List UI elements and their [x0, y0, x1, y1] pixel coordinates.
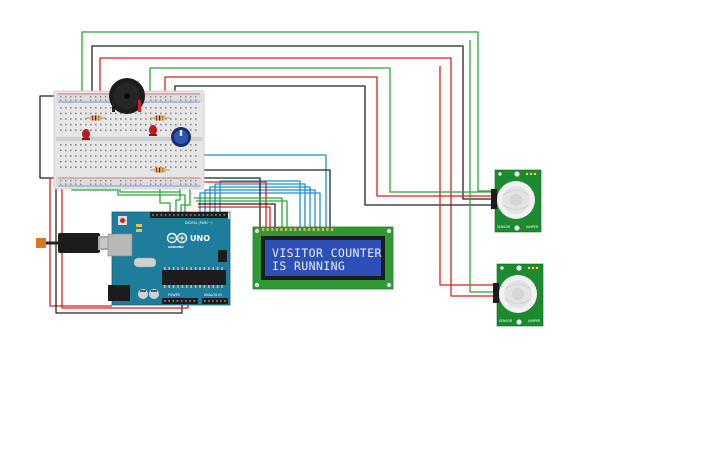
pir-top-left-label: SENSOR	[497, 225, 511, 229]
led-red-1[interactable]	[82, 129, 90, 140]
wire-black-top-pir	[91, 45, 497, 200]
wire-green-bottom-pir	[149, 67, 497, 193]
wire-red-lcd-2	[198, 206, 271, 228]
resistor-1[interactable]	[86, 115, 106, 121]
lcd-pin-header	[262, 228, 334, 231]
arduino-brand-label: ARDUINO	[168, 245, 184, 249]
atmega-chip	[162, 270, 226, 285]
wire-black-left	[39, 95, 58, 179]
wire-black-lcd-2	[192, 177, 261, 228]
pir-bottom-right-label: JUMPER	[527, 319, 541, 323]
wire-green-lcd	[194, 197, 283, 228]
usb-cable	[36, 233, 116, 253]
arduino-logo: ARDUINO UNO	[166, 232, 210, 249]
wire-red-bottom-pir-3	[439, 66, 497, 286]
wire-green-bb-ard-1	[159, 185, 171, 215]
arduino-model-label: UNO	[190, 234, 210, 243]
pir-top-right-label: JUMPER	[525, 225, 539, 229]
wire-green-bb-ard-3	[180, 185, 191, 215]
piezo-buzzer[interactable]	[109, 78, 145, 114]
power-pins-label: POWER	[168, 293, 181, 297]
icsp-header	[218, 250, 227, 262]
arduino-usb-port	[107, 233, 133, 257]
resistor-2[interactable]	[150, 115, 170, 121]
wire-red-bottom-pir-2	[164, 76, 497, 197]
lcd-line-2: IS RUNNING	[272, 259, 345, 273]
pir-bottom-left-label: SENSOR	[499, 319, 513, 323]
crystal	[133, 257, 157, 268]
wire-red-lcd	[196, 181, 267, 228]
wire-black-lcd-3	[198, 203, 276, 228]
lcd-screen	[265, 240, 381, 276]
breadboard-center-channel	[56, 137, 202, 141]
wire-green-bb-ard-2	[175, 185, 181, 215]
wire-green-lcd-2	[196, 200, 288, 228]
chip-legs	[164, 267, 223, 288]
wire-green-top-pir	[81, 31, 497, 192]
digital-pins-label: DIGITAL (PWM ~)	[185, 221, 212, 225]
breadboard-power-rail-bottom	[56, 177, 202, 187]
resistor-3[interactable]	[150, 167, 170, 173]
led-red-2[interactable]	[149, 125, 157, 136]
lcd-line-1: VISITOR COUNTER	[272, 246, 382, 260]
wire-red-bottom-pir	[99, 57, 497, 297]
potentiometer[interactable]	[171, 127, 191, 147]
digital-header	[150, 212, 228, 218]
power-header	[162, 298, 198, 304]
lcd-display[interactable]: VISITOR COUNTER IS RUNNING	[252, 226, 394, 290]
analog-pins-label: ANALOG IN	[204, 293, 222, 297]
pir-sensor-bottom[interactable]: SENSOR JUMPER	[493, 263, 544, 327]
arduino-uno[interactable]: ARDUINO UNO DIGITAL (PWM ~) POWER ANALOG…	[107, 211, 231, 306]
wire-black-lcd	[186, 169, 331, 228]
analog-header	[202, 298, 228, 304]
pir-sensor-top[interactable]: SENSOR JUMPER	[491, 169, 542, 233]
digital-pins	[152, 214, 226, 216]
power-analog-pins	[164, 300, 226, 302]
wire-green-bottom-pir-2	[469, 40, 497, 293]
arduino-power-jack	[108, 285, 130, 301]
